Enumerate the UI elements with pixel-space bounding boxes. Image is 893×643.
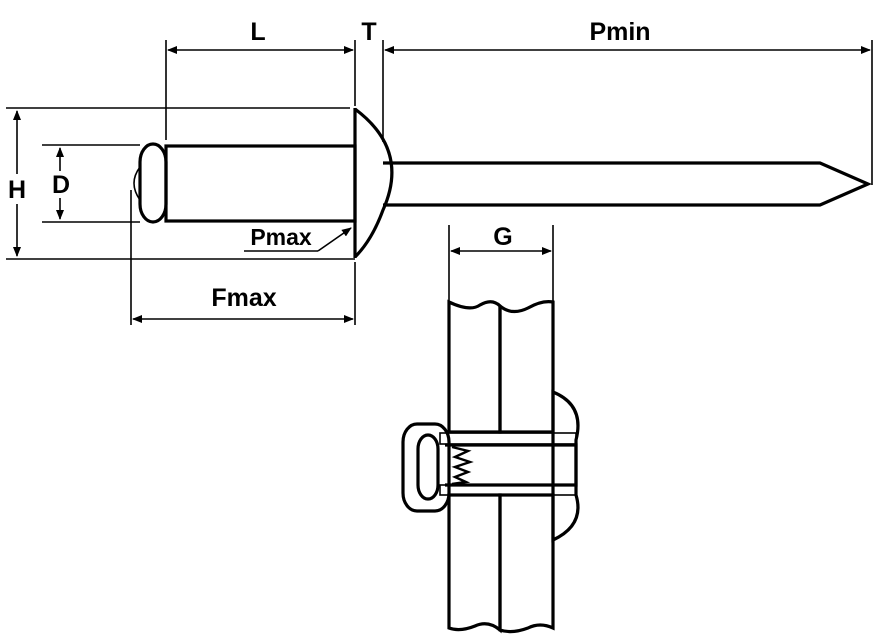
installed-rivet-section: G [401,223,580,634]
mandrel-tip [133,166,141,201]
sleeve-wall-top [439,432,577,445]
dimension-Pmax: Pmax [244,224,352,252]
dimension-H: H [6,107,355,260]
dimension-G: G [448,223,554,302]
rivet-flange-section [551,389,580,543]
label-Pmax: Pmax [250,224,312,250]
mandrel-head [138,142,168,224]
label-G: G [493,223,512,251]
dimension-D: D [42,144,140,223]
rivet-body [164,144,357,223]
upper-plate-right [498,300,555,434]
rivet-bulged-tail [401,422,451,513]
label-Fmax: Fmax [211,284,276,312]
label-T: T [361,18,376,46]
rivet-head [353,107,394,259]
label-L: L [250,18,265,46]
lower-plate-right [498,493,555,634]
dimension-Pmin: Pmin [384,18,873,185]
mandrel-shank [383,161,872,207]
dimension-Fmax: Fmax [130,190,356,325]
dimension-T: T [361,18,384,142]
rivet-side-view [133,107,872,259]
mandrel-head-section [416,433,440,501]
mandrel-break-icon [451,445,474,486]
label-Pmin: Pmin [589,18,650,46]
lower-plate-left [447,493,502,634]
upper-plate-left [447,299,502,434]
label-H: H [8,176,26,204]
dimension-L: L [165,18,356,140]
mandrel-stem-section [445,443,578,487]
label-D: D [52,171,70,199]
